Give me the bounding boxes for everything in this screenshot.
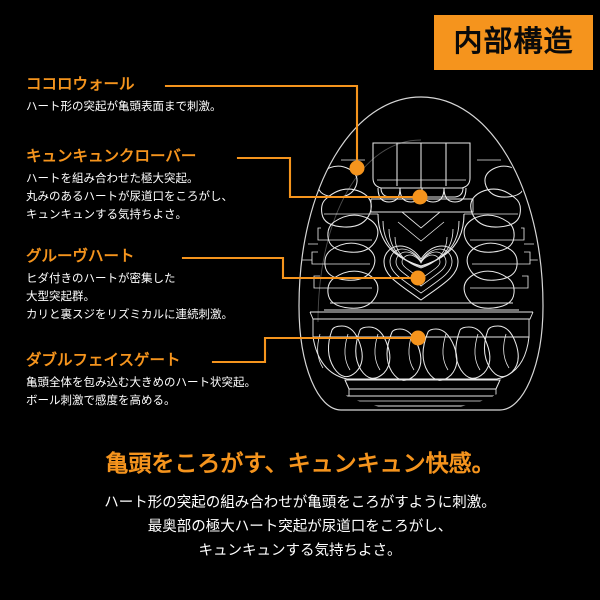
feature-callout-2: キュンキュンクローバー ハートを組み合わせた極大突起。 丸みのあるハートが尿道口… <box>26 148 233 224</box>
feature-title-2: キュンキュンクローバー <box>26 148 197 165</box>
lower-petal-band <box>312 319 530 381</box>
scallop-ring-upper <box>370 187 474 213</box>
marker-3 <box>410 270 426 286</box>
marker-2 <box>412 189 428 205</box>
bottom-rim <box>303 419 543 424</box>
section-badge-label: 内部構造 <box>453 26 574 58</box>
right-rib-cluster <box>463 159 540 309</box>
callout-markers <box>349 160 428 346</box>
leader-line-2 <box>236 156 419 199</box>
mid-flange <box>309 302 534 320</box>
feature-desc-3: ヒダ付きのハートが密集した 大型突起群。 カリと裏スジをリズミカルに連続刺激。 <box>26 271 233 324</box>
feature-desc-line: ボール刺激で感度を高める。 <box>26 394 176 407</box>
left-rib-cluster <box>302 159 379 309</box>
feature-title-1: ココロウォール <box>26 76 135 93</box>
internal-structure-lineart <box>302 142 543 424</box>
feature-desc-4: 亀頭全体を包み込む大きめのハート状突起。 ボール刺激で感度を高める。 <box>26 375 256 411</box>
feature-desc-line: カリと裏スジをリズミカルに連続刺激。 <box>26 308 233 321</box>
top-chamber <box>372 142 471 198</box>
feature-title-3: グルーヴハート <box>26 248 135 265</box>
base-plate <box>335 379 510 410</box>
feature-desc-line: 丸みのあるハートが尿道口をころがし、 <box>26 190 233 203</box>
feature-desc-line: ヒダ付きのハートが密集した <box>26 273 176 286</box>
footer-body: ハート形の突起の組み合わせが亀頭をころがすように刺激。 最奥部の極大ハート突起が… <box>0 492 600 564</box>
footer-body-line: ハート形の突起の組み合わせが亀頭をころがすように刺激。 <box>104 495 496 511</box>
feature-callout-3: グルーヴハート ヒダ付きのハートが密集した 大型突起群。 カリと裏スジをリズミカ… <box>26 248 233 324</box>
feature-desc-line: キュンキュンする気持ちよさ。 <box>26 208 187 221</box>
feature-desc-2: ハートを組み合わせた極大突起。 丸みのあるハートが尿道口をころがし、 キュンキュ… <box>26 171 233 224</box>
chevron-heart-stack <box>377 211 465 269</box>
feature-callout-4: ダブルフェイスゲート 亀頭全体を包み込む大きめのハート状突起。 ボール刺激で感度… <box>26 352 256 411</box>
feature-desc-line: 亀頭全体を包み込む大きめのハート状突起。 <box>26 377 256 390</box>
marker-4 <box>410 330 426 346</box>
feature-callout-1: ココロウォール ハート形の突起が亀頭表面まで刺激。 <box>26 76 222 117</box>
footer-headline: 亀頭をころがす、キュンキュン快感。 <box>105 450 495 476</box>
footer-body-line: 最奥部の極大ハート突起が尿道口をころがし、 <box>147 518 453 535</box>
central-heart <box>383 245 459 301</box>
outer-shell-outline <box>298 96 544 411</box>
marker-1 <box>349 160 365 176</box>
feature-title-4: ダブルフェイスゲート <box>26 352 181 369</box>
feature-desc-line: ハート形の突起が亀頭表面まで刺激。 <box>26 101 222 114</box>
section-badge: 内部構造 <box>434 15 593 70</box>
footer-body-line: キュンキュンする気持ちよさ。 <box>198 542 402 559</box>
feature-desc-line: 大型突起群。 <box>26 290 95 303</box>
feature-desc-line: ハートを組み合わせた極大突起。 <box>26 173 199 186</box>
feature-desc-1: ハート形の突起が亀頭表面まで刺激。 <box>26 99 222 117</box>
